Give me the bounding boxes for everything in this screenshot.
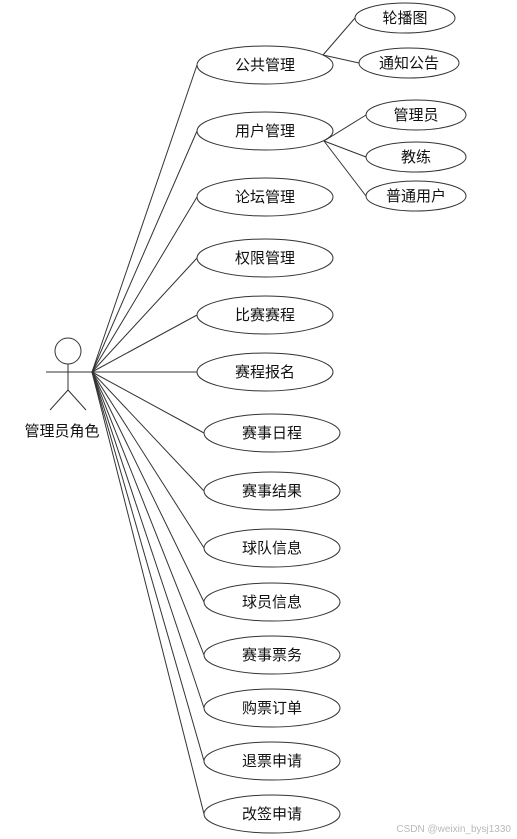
- association-line-uc1: [91, 130, 198, 373]
- sub-use-case-label: 通知公告: [379, 54, 439, 72]
- use-case-uc11[interactable]: 购票订单: [203, 688, 341, 728]
- actor-admin: 管理员角色: [24, 337, 100, 440]
- use-case-ellipse: [196, 111, 334, 151]
- actor-right-leg: [67, 389, 87, 411]
- use-case-ellipse: [203, 528, 341, 568]
- use-case-label: 改签申请: [242, 805, 302, 823]
- association-line-uc13: [91, 371, 205, 815]
- sub-use-case-ellipse: [354, 2, 456, 34]
- sub-use-case-label: 管理员: [393, 106, 438, 124]
- use-case-uc1[interactable]: 用户管理: [196, 111, 334, 151]
- actor-label: 管理员角色: [24, 422, 99, 440]
- sub-use-case-label: 轮播图: [382, 9, 427, 27]
- use-case-label: 退票申请: [242, 752, 302, 770]
- use-case-ellipse: [196, 45, 334, 85]
- actor-left-leg: [49, 389, 69, 411]
- sub-association-line: [323, 140, 367, 197]
- use-case-label: 赛事结果: [242, 482, 302, 500]
- association-lines: [91, 17, 367, 815]
- use-case-uc8[interactable]: 球队信息: [203, 528, 341, 568]
- watermark: CSDN @weixin_bysj1330: [396, 824, 511, 835]
- actor-head: [54, 337, 82, 365]
- use-case-ellipse: [203, 688, 341, 728]
- sub-use-case-uc1-0[interactable]: 管理员: [365, 99, 467, 131]
- use-case-ellipse: [203, 471, 341, 511]
- use-case-ellipse: [203, 413, 341, 453]
- sub-association-line: [323, 114, 367, 142]
- sub-use-case-label: 教练: [401, 148, 431, 166]
- sub-use-case-ellipse: [358, 47, 460, 79]
- use-case-ellipse: [196, 238, 334, 278]
- use-case-label: 赛事票务: [242, 646, 302, 664]
- use-case-ellipse: [203, 635, 341, 675]
- use-case-label: 论坛管理: [235, 188, 295, 206]
- association-line-uc7: [91, 371, 205, 492]
- sub-association-line: [323, 140, 367, 158]
- use-case-label: 公共管理: [235, 56, 295, 74]
- use-case-label: 球队信息: [242, 539, 302, 557]
- sub-association-line: [322, 54, 360, 64]
- association-line-uc10: [91, 371, 205, 656]
- use-case-label: 赛程报名: [235, 363, 295, 381]
- use-case-uc3[interactable]: 权限管理: [196, 238, 334, 278]
- association-line-uc4: [91, 314, 198, 373]
- use-case-uc7[interactable]: 赛事结果: [203, 471, 341, 511]
- association-line-uc6: [91, 371, 205, 434]
- use-case-label: 购票订单: [242, 699, 302, 717]
- use-case-uc9[interactable]: 球员信息: [203, 582, 341, 622]
- use-case-ellipse: [203, 741, 341, 781]
- use-case-uc5[interactable]: 赛程报名: [196, 352, 334, 392]
- use-case-uc2[interactable]: 论坛管理: [196, 177, 334, 217]
- use-case-label: 用户管理: [235, 122, 295, 140]
- use-case-uc12[interactable]: 退票申请: [203, 741, 341, 781]
- association-line-uc11: [91, 371, 205, 709]
- sub-use-case-uc0-0[interactable]: 轮播图: [354, 2, 456, 34]
- association-line-uc8: [91, 371, 205, 549]
- use-case-ellipse: [203, 582, 341, 622]
- use-case-label: 赛事日程: [242, 424, 302, 442]
- sub-use-case-label: 普通用户: [386, 187, 446, 205]
- use-case-uc13[interactable]: 改签申请: [203, 794, 341, 834]
- sub-use-case-ellipse: [365, 99, 467, 131]
- sub-use-case-uc1-1[interactable]: 教练: [365, 141, 467, 173]
- sub-use-case-uc0-1[interactable]: 通知公告: [358, 47, 460, 79]
- use-case-uc0[interactable]: 公共管理: [196, 45, 334, 85]
- use-case-uc6[interactable]: 赛事日程: [203, 413, 341, 453]
- use-case-uc4[interactable]: 比赛赛程: [196, 295, 334, 335]
- use-case-label: 球员信息: [242, 593, 302, 611]
- use-case-ellipse: [196, 295, 334, 335]
- sub-use-case-uc1-2[interactable]: 普通用户: [365, 180, 467, 212]
- use-case-label: 权限管理: [235, 249, 295, 267]
- use-case-uc10[interactable]: 赛事票务: [203, 635, 341, 675]
- use-case-ellipse: [196, 177, 334, 217]
- use-case-label: 比赛赛程: [235, 306, 295, 324]
- association-line-uc2: [91, 196, 198, 373]
- sub-association-line: [322, 17, 356, 56]
- use-case-ellipse: [196, 352, 334, 392]
- sub-use-case-ellipse: [365, 180, 467, 212]
- association-line-uc9: [91, 371, 205, 603]
- use-case-ellipse: [203, 794, 341, 834]
- association-line-uc0: [91, 64, 198, 373]
- association-line-uc12: [91, 371, 205, 762]
- association-line-uc3: [91, 257, 198, 373]
- sub-use-case-ellipse: [365, 141, 467, 173]
